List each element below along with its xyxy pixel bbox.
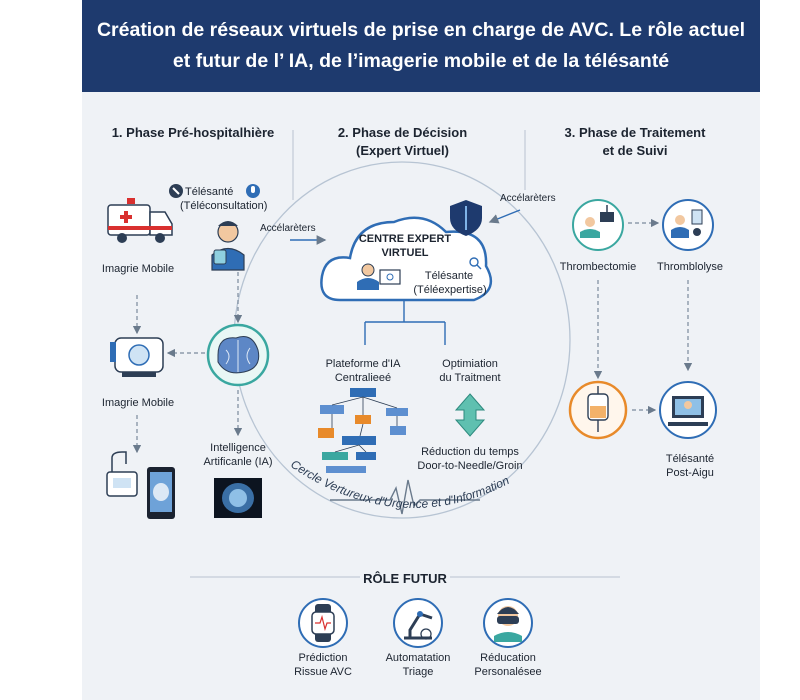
post-acute-label-1: Télésanté <box>665 453 715 465</box>
thrombolysis-icon <box>662 199 714 251</box>
optim-label-2: du Traitment <box>439 372 501 384</box>
telesante-label: Télésanté <box>185 186 234 198</box>
brain-icon <box>206 323 270 387</box>
doctor-icon <box>211 221 245 271</box>
telehealth-monitor-icon <box>659 381 717 439</box>
double-arrow-icon <box>454 393 486 437</box>
cloud-connectors <box>290 209 521 345</box>
vr-headset-icon <box>483 598 533 648</box>
future-item-1-line-2: Rissue AVC <box>294 666 352 678</box>
phone-icon <box>169 184 183 198</box>
accelerators-right: Accélarèters <box>500 193 556 204</box>
tablet-icon <box>147 467 175 519</box>
future-title: RÔLE FUTUR <box>363 571 447 586</box>
platform-label-1: Plateforme d'IA <box>325 358 401 370</box>
phase-2-header: 2. Phase de Décision <box>337 125 468 140</box>
ai-label-1: Intelligence <box>210 442 266 454</box>
future-item-2-line-1: Automatation <box>385 652 451 664</box>
device-icon <box>106 451 138 497</box>
optim-label-1: Optimiation <box>442 358 498 370</box>
future-item-2-line-2: Triage <box>402 666 434 678</box>
ambulance-icon <box>107 198 173 243</box>
heartbeat-icon <box>330 479 480 515</box>
phase-3-header: 3. Phase de Traitement <box>564 125 706 140</box>
expert-icon <box>357 263 401 290</box>
reduction-label-1: Réduction du temps <box>421 446 519 458</box>
robot-arm-icon <box>393 598 443 648</box>
title-banner: Création de réseaux virtuels de prise en… <box>82 0 760 92</box>
page-title: Création de réseaux virtuels de prise en… <box>96 19 746 72</box>
thrombectomy-icon <box>572 199 624 251</box>
cloud-telesante: Télésante <box>424 270 474 282</box>
future-item-3-line-1: Réducation <box>480 652 536 664</box>
mobile-imaging-label-1: Imagrie Mobile <box>101 263 175 275</box>
phase-3-subheader: et de Suivi <box>602 143 668 158</box>
future-item-3-line-2: Personalésee <box>474 666 542 678</box>
cloud-title-2: VIRTUEL <box>381 247 429 259</box>
phase-2-subheader: (Expert Virtuel) <box>356 143 449 158</box>
watch-icon <box>298 598 348 648</box>
flowchart-icon <box>318 388 408 473</box>
future-item-1-line-1: Prédiction <box>298 652 348 664</box>
thrombolysis-label: Thromblolyse <box>656 261 724 273</box>
flow-arrows <box>132 218 693 454</box>
accelerators-left: Accélarèters <box>260 223 316 234</box>
post-acute-label-2: Post-Aigu <box>666 467 714 479</box>
mic-icon <box>246 184 260 198</box>
mri-scan-icon <box>214 478 262 518</box>
cloud-teleexpertise: (Téléexpertise) <box>413 284 487 296</box>
iv-bag-icon <box>568 380 628 440</box>
thrombectomy-label: Thrombectomie <box>559 261 637 273</box>
reduction-label-2: Door-to-Needle/Groin <box>417 460 523 472</box>
shield-icon <box>450 200 482 236</box>
scanner-icon <box>110 337 164 377</box>
teleconsultation-label: (Téléconsultation) <box>180 200 268 212</box>
ai-label-2: Artificanle (IA) <box>203 456 273 468</box>
phase-1-header: 1. Phase Pré-hospitalhière <box>111 125 275 140</box>
magnifier-icon <box>469 257 482 270</box>
cloud-title-1: CENTRE EXPERT <box>358 233 452 245</box>
mobile-imaging-label-2: Imagrie Mobile <box>101 397 175 409</box>
platform-label-2: Centralieeé <box>334 372 392 384</box>
